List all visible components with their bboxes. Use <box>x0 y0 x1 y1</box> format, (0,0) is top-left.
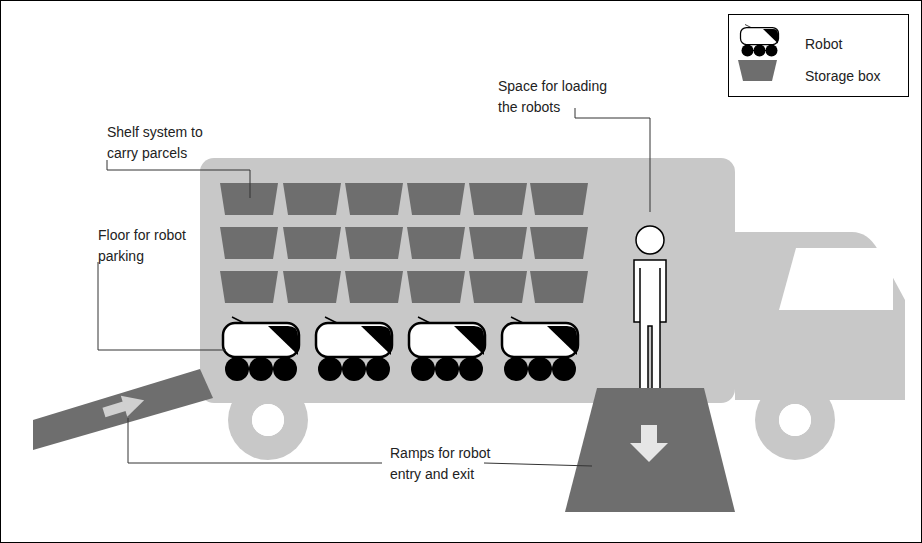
person-body <box>634 260 666 390</box>
rear-hub <box>252 404 284 436</box>
entry-ramp <box>33 369 213 450</box>
exit-ramp <box>565 388 735 512</box>
front-hub-front <box>779 404 811 436</box>
legend-box <box>729 15 909 97</box>
cargo-body <box>200 158 735 403</box>
rear-hub-front <box>252 404 284 436</box>
callout-text: Ramps for robot entry and exit <box>390 443 502 485</box>
legend-text: Storage box <box>805 66 881 87</box>
legend-box-sample <box>738 60 777 81</box>
storage-boxes <box>220 183 588 303</box>
cab-window <box>779 248 893 310</box>
callout-text: Space for loading the robots <box>498 76 628 118</box>
entry-arrow <box>101 390 148 423</box>
legend-robot-sample <box>741 25 779 57</box>
callout-text: Shelf system to carry parcels <box>107 122 225 164</box>
front-hub <box>779 404 811 436</box>
truck-cab <box>735 232 905 400</box>
robots <box>223 317 578 381</box>
leader-lines <box>98 108 650 466</box>
person-head <box>636 226 664 254</box>
callout-text: Floor for robot parking <box>98 225 198 267</box>
exit-arrow <box>630 425 668 462</box>
legend-text: Robot <box>805 34 842 55</box>
